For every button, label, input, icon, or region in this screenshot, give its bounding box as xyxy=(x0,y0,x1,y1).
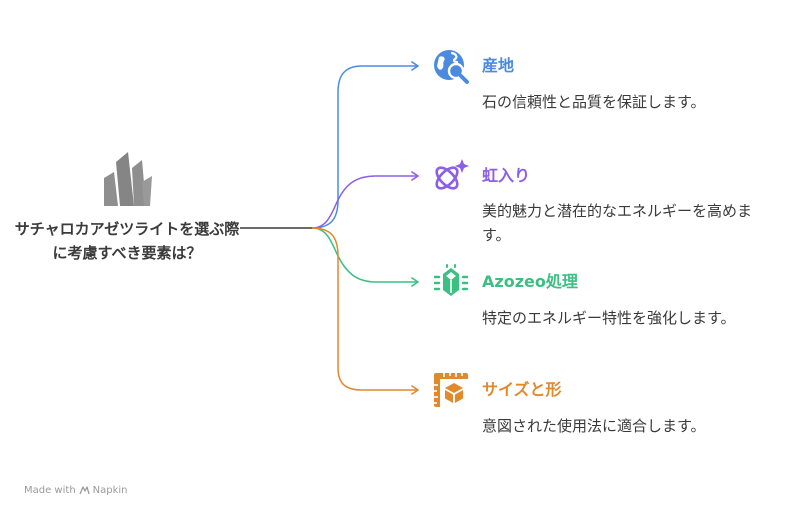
branch-title-rainbow: 虹入り xyxy=(482,166,531,185)
branch-desc-rainbow: 美的魅力と潜在的なエネルギーを高めます。 xyxy=(482,202,753,244)
crystal-cluster-icon xyxy=(104,152,152,206)
footer-attribution: Made with Napkin xyxy=(24,485,128,496)
connector-size-shape xyxy=(311,227,419,395)
footer-text: Made with xyxy=(24,485,76,496)
branch-title-origin: 産地 xyxy=(482,56,515,75)
connector-origin xyxy=(311,61,419,229)
connector-azozeo xyxy=(311,227,419,287)
crystal-energy-icon xyxy=(433,264,469,296)
footer-brand: Napkin xyxy=(92,485,128,496)
globe-search-icon xyxy=(434,50,469,84)
branch-title-size-shape: サイズと形 xyxy=(482,380,562,399)
central-question: サチャロカアゼツライトを選ぶ際に考慮すべき要素は？ xyxy=(14,220,240,262)
rainbow-orbit-sparkle-icon xyxy=(435,159,469,190)
branch-title-azozeo: Azozeo処理 xyxy=(482,272,578,291)
branch-desc-size-shape: 意図された使用法に適合します。 xyxy=(482,417,706,435)
branch-desc-origin: 石の信頼性と品質を保証します。 xyxy=(482,93,706,111)
connector-rainbow xyxy=(311,171,419,229)
branch-desc-azozeo: 特定のエネルギー特性を強化します。 xyxy=(482,309,736,327)
box-ruler-icon xyxy=(434,373,468,407)
napkin-logo-icon xyxy=(79,486,90,495)
